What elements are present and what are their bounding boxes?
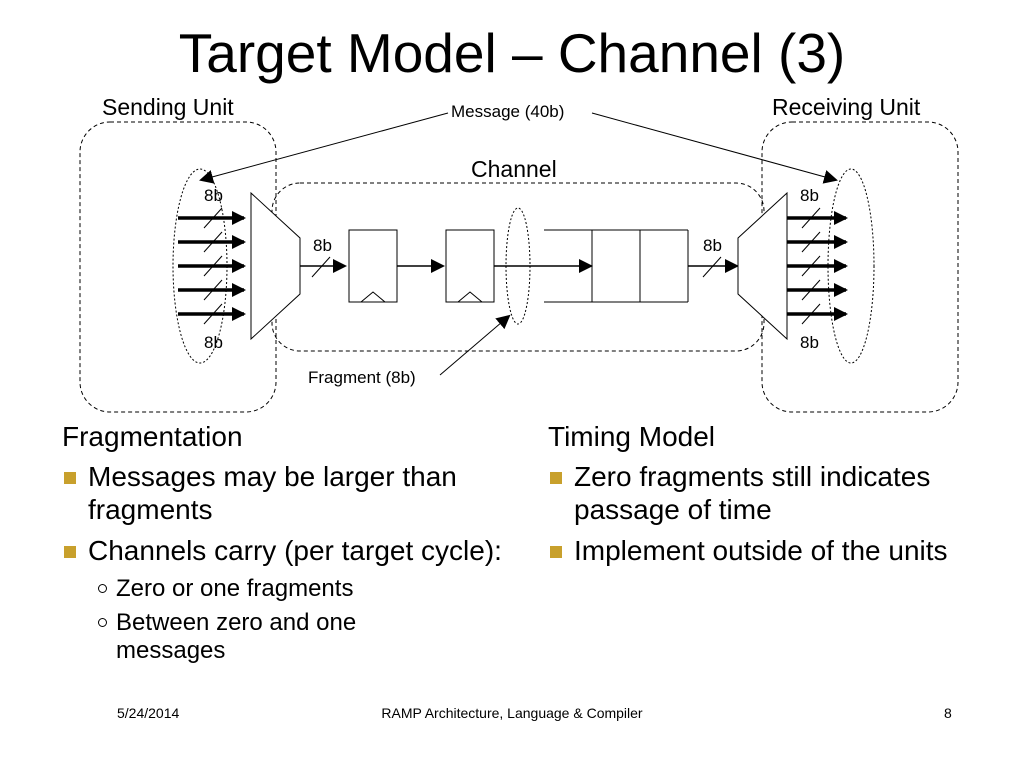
fifo-queue: [544, 229, 689, 303]
left-bullet-1-text: Messages may be larger than fragments: [88, 461, 457, 525]
message-label: Message (40b): [451, 102, 565, 121]
right-bus-slashes: [801, 207, 821, 325]
register-2-clock: [457, 291, 483, 303]
sub-bullet-1-text: Zero or one fragments: [116, 575, 354, 602]
bullet-square-icon: [550, 472, 562, 484]
right-column: Timing Model Zero fragments still indica…: [548, 420, 968, 575]
footer-page-number: 8: [944, 705, 952, 721]
channel-in-width-label: 8b: [313, 236, 332, 255]
sub-bullet-1: Zero or one fragments: [98, 575, 502, 603]
channel-diagram: [79, 112, 959, 413]
bullet-circle-icon: [98, 618, 107, 627]
left-bullet-2: Channels carry (per target cycle):: [62, 534, 502, 567]
left-bottom-width-label: 8b: [204, 333, 223, 352]
register-1: [348, 229, 398, 303]
bullet-square-icon: [550, 546, 562, 558]
left-bullet-1: Messages may be larger than fragments: [62, 460, 502, 526]
right-demux: [737, 191, 788, 341]
left-input-arrows: [178, 211, 246, 321]
bullet-square-icon: [64, 546, 76, 558]
channel-box: [271, 182, 765, 352]
fragmentation-heading: Fragmentation: [62, 421, 243, 452]
channel-out-width-label: 8b: [703, 236, 722, 255]
bullet-circle-icon: [98, 584, 107, 593]
sub-bullet-2-text: Between zero and one messages: [116, 609, 357, 664]
bullet-square-icon: [64, 472, 76, 484]
timing-model-heading: Timing Model: [548, 421, 716, 452]
right-bullet-2: Implement outside of the units: [548, 534, 968, 567]
right-top-width-label: 8b: [800, 186, 819, 205]
right-bullet-1-text: Zero fragments still indicates passage o…: [574, 461, 931, 525]
right-message-ellipse: [827, 168, 875, 364]
right-bullet-1: Zero fragments still indicates passage o…: [548, 460, 968, 526]
channel-label: Channel: [471, 156, 557, 182]
register-2: [445, 229, 495, 303]
message-pointer-right: [591, 112, 838, 184]
right-bottom-width-label: 8b: [800, 333, 819, 352]
fragment-pointer: [439, 314, 511, 376]
message-pointer-left: [199, 112, 449, 184]
left-column: Fragmentation Messages may be larger tha…: [62, 420, 502, 671]
sending-unit-box: [79, 121, 277, 413]
sub-bullet-2: Between zero and one messages: [98, 609, 416, 665]
right-output-arrows: [787, 211, 848, 321]
footer-title: RAMP Architecture, Language & Compiler: [381, 705, 643, 721]
sending-unit-label: Sending Unit: [102, 94, 234, 120]
right-bullet-2-text: Implement outside of the units: [574, 535, 948, 566]
slide-title: Target Model – Channel (3): [178, 22, 846, 84]
register-1-clock: [360, 291, 386, 303]
footer-date: 5/24/2014: [117, 705, 180, 721]
receiving-unit-label: Receiving Unit: [772, 94, 921, 120]
left-bus-slashes: [203, 207, 223, 325]
left-top-width-label: 8b: [204, 186, 223, 205]
left-bullet-2-text: Channels carry (per target cycle):: [88, 535, 502, 566]
left-mux: [250, 191, 301, 341]
wire-slash-out: [702, 256, 722, 278]
wire-slash-in: [311, 256, 331, 278]
fragment-label: Fragment (8b): [308, 368, 416, 387]
